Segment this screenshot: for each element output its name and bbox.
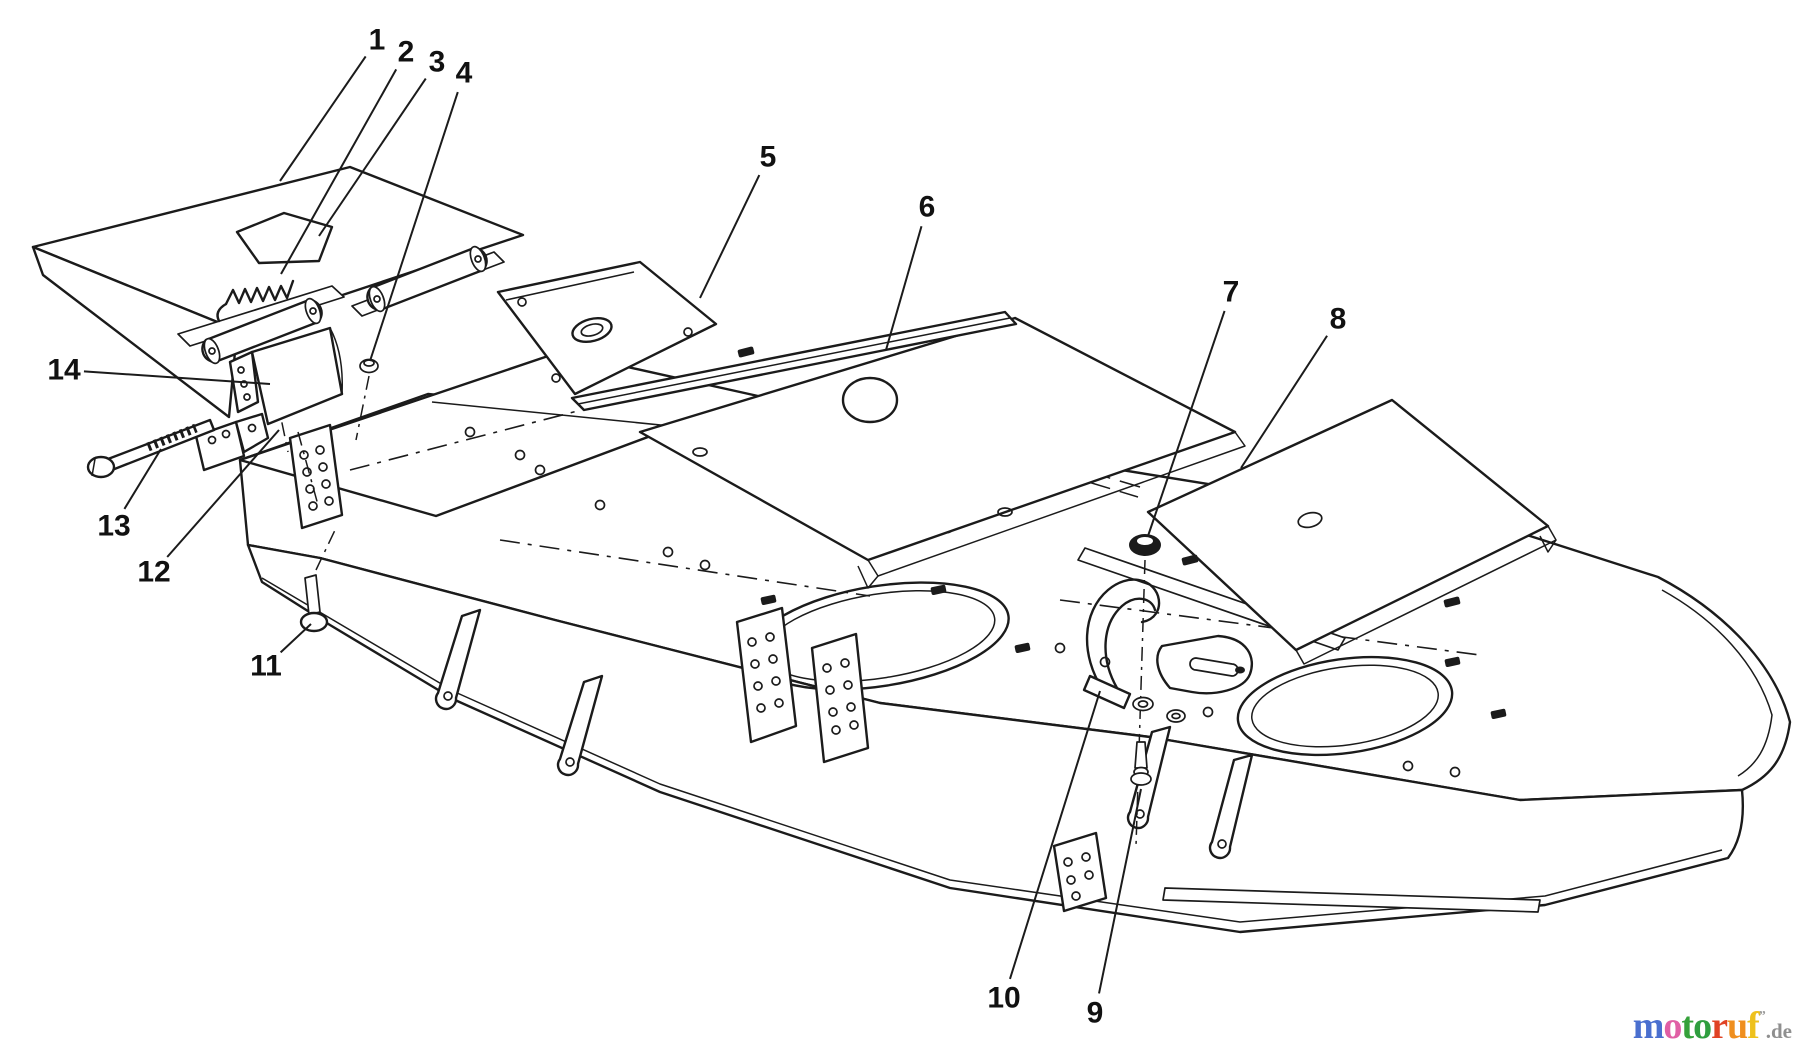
callout-9-label: 9 (1087, 997, 1104, 1030)
front-rail (1162, 887, 1541, 913)
right-hole-bracket (1052, 831, 1108, 913)
callout-10-label: 10 (987, 982, 1020, 1015)
logo-letter-m-0: m (1632, 1005, 1665, 1047)
callout-2-leader (280, 68, 398, 275)
channel-rail (570, 310, 1018, 412)
logo-letter-o-3: o (1693, 1005, 1712, 1047)
logo-letter-r-4: r (1711, 1005, 1728, 1047)
callout-4-label: 4 (456, 57, 473, 90)
roller-assembly-a (177, 285, 345, 365)
callout-14-label: 14 (47, 354, 81, 387)
keyhole-bracket (1156, 634, 1254, 695)
nut-part4 (355, 358, 379, 441)
logo-letter-t-2: t (1681, 1005, 1694, 1047)
logo-domain-suffix: .de (1765, 1019, 1792, 1043)
cover-part1 (31, 165, 525, 419)
cap-nut-part7 (1129, 534, 1161, 556)
cover-plate-part8 (1146, 398, 1557, 665)
bolt-part9 (1130, 741, 1152, 786)
spring-part2 (216, 279, 295, 323)
logo-letter-u-5: u (1726, 1005, 1748, 1047)
washers (1132, 696, 1186, 723)
callout-1-leader (279, 55, 367, 182)
logo-letter-f-6: f (1747, 1005, 1760, 1047)
callout-11-leader (279, 623, 312, 654)
callout-3-leader (318, 77, 427, 237)
callout-8-label: 8 (1330, 303, 1347, 336)
callout-2-label: 2 (398, 36, 415, 69)
cover-plate-part5 (496, 260, 718, 396)
motoruf-logo: motoruf”.de (1633, 1007, 1792, 1045)
callout-1-label: 1 (369, 24, 386, 57)
callout-12-label: 12 (137, 556, 170, 589)
discharge-cover-assembly (31, 165, 525, 633)
logo-trademark: ” (1758, 1009, 1766, 1024)
bolt-part13 (86, 418, 216, 479)
logo-wordmark: motoruf (1633, 1007, 1760, 1045)
logo-letter-o-1: o (1663, 1005, 1682, 1047)
callout-5-label: 5 (760, 141, 777, 174)
callout-5-leader (699, 174, 761, 299)
callout-13-leader (123, 448, 162, 510)
center-chamber-opening (750, 581, 1031, 691)
center-hardware (1082, 534, 1254, 847)
callout-7-label: 7 (1223, 276, 1240, 309)
callout-9-leader (1098, 788, 1142, 994)
callout-6-leader (885, 225, 923, 351)
pentagon-cutout (235, 211, 334, 265)
callout-13-label: 13 (97, 510, 130, 543)
callout-14-leader (83, 370, 271, 385)
center-hole-bracket-b (810, 632, 870, 764)
callout-4-leader (369, 91, 459, 362)
callout-7-leader (1147, 310, 1226, 537)
cover-plate-part6 (638, 316, 1246, 589)
callout-3-label: 3 (429, 46, 446, 79)
deck-hinge-plates (194, 412, 270, 472)
callout-8-leader (1240, 335, 1328, 469)
left-hole-bracket (288, 423, 344, 530)
belt-guide-strap-part10 (1082, 578, 1161, 710)
callout-6-label: 6 (919, 191, 936, 224)
callout-11-label: 11 (250, 650, 282, 683)
callout-10-leader (1009, 690, 1101, 980)
center-hole-bracket-a (735, 606, 798, 744)
callout-12-leader (166, 429, 280, 558)
